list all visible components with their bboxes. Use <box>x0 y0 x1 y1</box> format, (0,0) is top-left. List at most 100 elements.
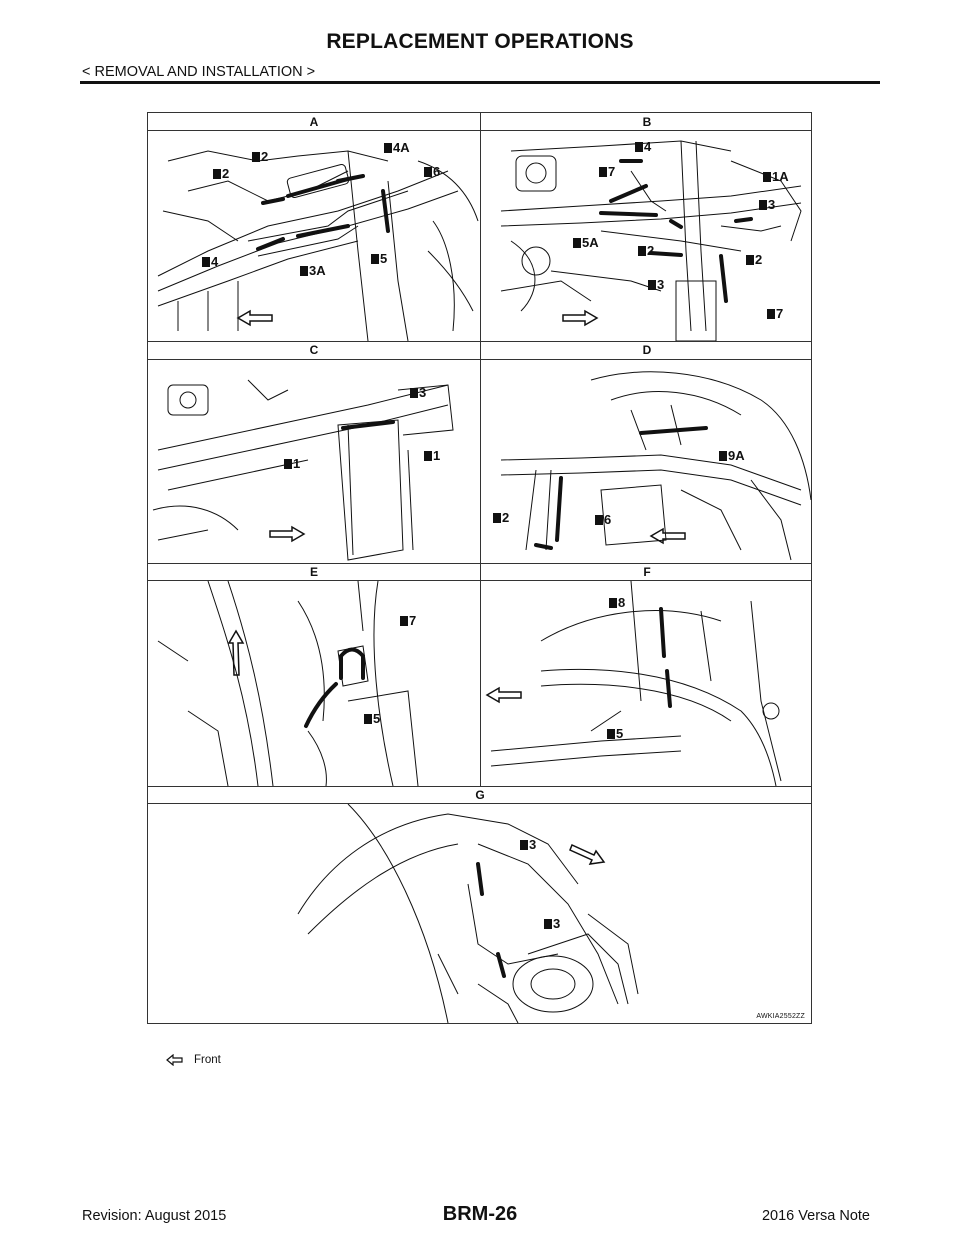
panel-label-c: C <box>309 343 319 357</box>
panel-a-illustration <box>157 150 479 341</box>
callout-marker <box>759 199 767 210</box>
figure-code: AWKIA2552ZZ <box>756 1013 805 1020</box>
row-divider <box>148 359 811 360</box>
footer-revision: Revision: August 2015 <box>82 1208 227 1224</box>
callout-b-2: 2 <box>746 252 762 267</box>
callout-b-1a: 1A <box>763 169 789 184</box>
figure-grid: A B C D E F G <box>147 112 812 1024</box>
panel-b-drawing: 4 7 1A 3 5A 2 2 3 7 <box>481 131 812 341</box>
callout-marker <box>544 918 552 929</box>
callout-marker <box>300 265 308 276</box>
front-arrow-icon <box>269 525 306 543</box>
panel-label-d: D <box>642 343 652 357</box>
front-arrow-icon <box>649 527 686 545</box>
callout-e-5: 5 <box>364 711 380 726</box>
callout-a-5: 5 <box>371 251 387 266</box>
front-arrow-icon <box>569 843 606 865</box>
panel-c-illustration <box>152 379 454 561</box>
front-arrow-icon <box>166 1054 183 1066</box>
callout-e-7: 7 <box>400 613 416 628</box>
callout-marker <box>424 166 432 177</box>
callout-marker <box>410 387 418 398</box>
panel-label-f: F <box>643 565 651 579</box>
callout-marker <box>424 450 432 461</box>
callout-marker <box>638 245 646 256</box>
row-divider <box>148 563 811 564</box>
callout-b-3: 3 <box>648 277 664 292</box>
callout-marker <box>599 166 607 177</box>
row-divider <box>148 341 811 342</box>
callout-d-9a: 9A <box>719 448 745 463</box>
column-divider <box>480 113 481 786</box>
callout-marker <box>648 279 656 290</box>
legend-front-label: Front <box>194 1054 221 1066</box>
front-arrow-icon <box>227 629 245 676</box>
callout-marker <box>493 512 501 523</box>
callout-f-8: 8 <box>609 595 625 610</box>
panel-f-drawing: 8 5 <box>481 581 812 786</box>
callout-marker <box>284 458 292 469</box>
callout-a-3a: 3A <box>300 263 326 278</box>
panel-a-drawing: 2 2 4A 6 4 3A 5 <box>148 131 480 341</box>
callout-marker <box>767 308 775 319</box>
callout-a-2: 2 <box>213 166 229 181</box>
callout-b-2: 2 <box>638 243 654 258</box>
panel-label-e: E <box>309 565 318 579</box>
header-rule <box>80 81 880 84</box>
panel-d-illustration <box>500 371 812 561</box>
callout-marker <box>384 142 392 153</box>
callout-a-6: 6 <box>424 164 440 179</box>
panel-e-drawing: 7 5 <box>148 581 480 786</box>
panel-label-b: B <box>642 115 652 129</box>
callout-a-2: 2 <box>252 149 268 164</box>
callout-b-5a: 5A <box>573 235 599 250</box>
callout-marker <box>635 141 643 152</box>
panel-c-drawing: 3 1 1 <box>148 360 480 563</box>
legend: Front <box>166 1054 221 1066</box>
footer-page-number: BRM-26 <box>442 1203 518 1225</box>
front-arrow-icon <box>485 686 522 704</box>
panel-b-illustration <box>500 140 802 341</box>
callout-d-6: 6 <box>595 512 611 527</box>
callout-f-5: 5 <box>607 726 623 741</box>
panel-f-illustration <box>490 581 782 786</box>
callout-marker <box>364 713 372 724</box>
page-title: REPLACEMENT OPERATIONS <box>326 30 634 53</box>
callout-marker <box>763 171 771 182</box>
row-divider <box>148 580 811 581</box>
callout-a-4a: 4A <box>384 140 410 155</box>
footer-model: 2016 Versa Note <box>761 1208 870 1224</box>
front-arrow-icon <box>562 309 599 327</box>
callout-marker <box>573 237 581 248</box>
callout-b-7: 7 <box>599 164 615 179</box>
panel-label-g: G <box>475 788 485 802</box>
callout-c-1: 1 <box>284 456 300 471</box>
callout-marker <box>400 615 408 626</box>
callout-marker <box>595 514 603 525</box>
panel-d-drawing: 9A 2 6 <box>481 360 812 563</box>
front-arrow-icon <box>236 309 273 327</box>
panel-g-illustration <box>297 804 639 1023</box>
section-breadcrumb: < REMOVAL AND INSTALLATION > <box>82 64 316 80</box>
callout-marker <box>371 253 379 264</box>
callout-b-3: 3 <box>759 197 775 212</box>
callout-marker <box>609 597 617 608</box>
callout-marker <box>213 168 221 179</box>
callout-marker <box>746 254 754 265</box>
callout-b-4: 4 <box>635 139 651 154</box>
callout-marker <box>607 728 615 739</box>
panel-label-a: A <box>309 115 319 129</box>
row-divider <box>148 803 811 804</box>
row-divider <box>148 130 811 131</box>
callout-marker <box>719 450 727 461</box>
callout-g-3: 3 <box>544 916 560 931</box>
callout-marker <box>252 151 260 162</box>
row-divider <box>148 786 811 787</box>
callout-a-4: 4 <box>202 254 218 269</box>
callout-c-1: 1 <box>424 448 440 463</box>
callout-d-2: 2 <box>493 510 509 525</box>
callout-marker <box>202 256 210 267</box>
callout-g-3: 3 <box>520 837 536 852</box>
callout-marker <box>520 839 528 850</box>
callout-b-7: 7 <box>767 306 783 321</box>
